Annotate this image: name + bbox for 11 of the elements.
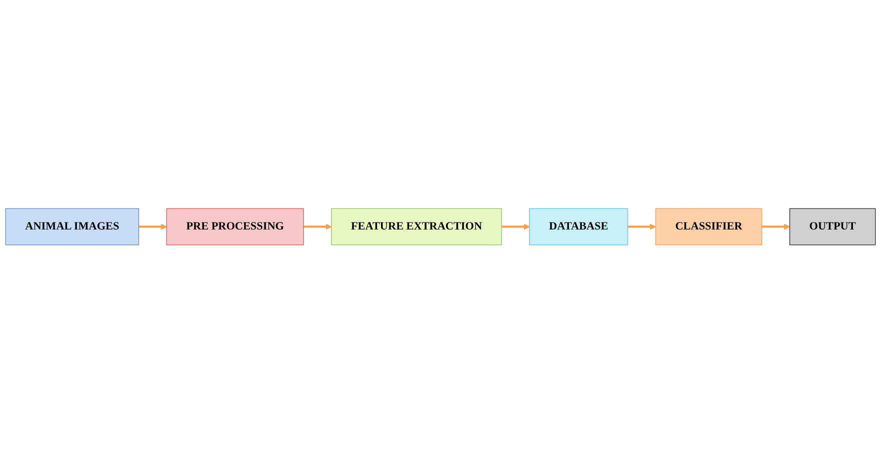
node-box: PRE PROCESSING	[166, 208, 304, 246]
node-box: DATABASE	[529, 208, 628, 246]
arrow	[502, 224, 530, 230]
node-box: FEATURE EXTRACTION	[331, 208, 502, 246]
arrow	[138, 224, 167, 230]
arrow	[304, 224, 332, 230]
arrow	[762, 224, 790, 230]
arrow	[628, 224, 656, 230]
node-box: ANIMAL IMAGES	[5, 208, 140, 246]
node-box: OUTPUT	[789, 208, 876, 246]
node-box: CLASSIFIER	[655, 208, 762, 246]
